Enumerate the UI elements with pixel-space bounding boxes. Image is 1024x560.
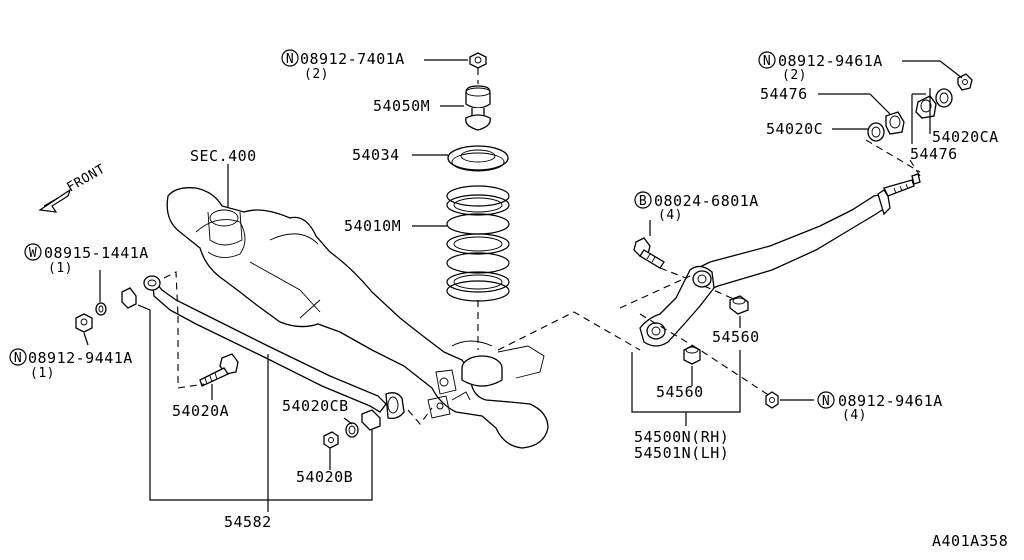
label-bush-54560-a: 54560 bbox=[712, 328, 760, 346]
label-washer-qty: (1) bbox=[48, 261, 73, 276]
label-bush-54560-b: 54560 bbox=[656, 383, 704, 401]
svg-text:W: W bbox=[29, 246, 37, 261]
bush-54476-left-drawing bbox=[885, 111, 905, 135]
label-arm-lh: 54501N(LH) bbox=[634, 444, 729, 462]
label-nut-right-low-qty: (4) bbox=[842, 408, 867, 423]
dashed-lines bbox=[163, 68, 921, 425]
label-nut-top: 08912-7401A bbox=[300, 50, 405, 68]
label-sec: SEC.400 bbox=[190, 147, 257, 165]
label-spring-seat: 54034 bbox=[352, 146, 400, 164]
bush-54476-right-drawing bbox=[915, 95, 937, 119]
washer-drawing bbox=[95, 302, 107, 316]
label-nut-right-top-qty: (2) bbox=[782, 68, 807, 83]
bushing-54020cb-drawing bbox=[345, 409, 381, 438]
label-bushing-cb: 54020CB bbox=[282, 397, 349, 415]
label-bush-54020c: 54020C bbox=[766, 120, 823, 138]
label-nut-right-low: 08912-9461A bbox=[838, 392, 943, 410]
nut-54020b-drawing bbox=[323, 431, 339, 449]
label-nut-left: 08912-9441A bbox=[28, 349, 133, 367]
label-nut-right-top: 08912-9461A bbox=[778, 52, 883, 70]
svg-text:N: N bbox=[286, 52, 294, 67]
bush-54560-lower-drawing bbox=[683, 345, 701, 365]
bolt-54020a-drawing bbox=[199, 353, 239, 387]
label-nut-top-qty: (2) bbox=[304, 67, 329, 82]
label-bolt-b-qty: (4) bbox=[658, 208, 683, 223]
left-bushing-drawing bbox=[121, 287, 137, 309]
svg-text:N: N bbox=[763, 54, 771, 69]
coil-spring-drawing bbox=[446, 185, 510, 302]
label-front: FRONT bbox=[65, 162, 109, 196]
label-bolt-b: 08024-6801A bbox=[654, 192, 759, 210]
svg-text:N: N bbox=[822, 394, 830, 409]
svg-text:N: N bbox=[14, 351, 22, 366]
bush-54560-upper-drawing bbox=[729, 295, 749, 315]
label-bolt: 54020A bbox=[172, 402, 229, 420]
badge-nut-right-low: N bbox=[817, 391, 835, 409]
top-nut-icon bbox=[469, 52, 487, 69]
spring-seat-drawing bbox=[447, 145, 509, 172]
label-nut-b: 54020B bbox=[296, 468, 353, 486]
bush-54020ca-drawing bbox=[935, 88, 953, 108]
axle-housing-drawing bbox=[166, 187, 549, 449]
label-nut-left-qty: (1) bbox=[30, 366, 55, 381]
lower-arm-drawing bbox=[639, 265, 715, 347]
badge-bolt-b: B bbox=[634, 191, 652, 209]
label-arm-rh: 54500N(RH) bbox=[634, 428, 729, 446]
badge-washer: W bbox=[24, 243, 42, 261]
label-coil-spring: 54010M bbox=[344, 217, 401, 235]
bush-54020c-drawing bbox=[867, 122, 885, 142]
bolt-b-drawing bbox=[633, 237, 665, 269]
label-stabilizer: 54582 bbox=[224, 513, 272, 531]
badge-nut-right-top: N bbox=[758, 51, 776, 69]
label-ref: A401A358 bbox=[932, 532, 1008, 550]
front-arrow-icon bbox=[38, 188, 72, 213]
label-bush-54476-a: 54476 bbox=[760, 85, 808, 103]
lateral-rod-drawing bbox=[697, 173, 921, 293]
label-bound-bumper: 54050M bbox=[373, 97, 430, 115]
nut-right-low-drawing bbox=[765, 391, 779, 409]
badge-nut-top: N bbox=[281, 49, 299, 67]
bound-bumper-drawing bbox=[465, 85, 491, 131]
label-bush-54476-b: 54476 bbox=[910, 145, 958, 163]
stabilizer-bar-drawing bbox=[143, 275, 405, 420]
left-nut-drawing bbox=[75, 313, 93, 333]
label-washer: 08915-1441A bbox=[44, 244, 149, 262]
label-bush-54020ca: 54020CA bbox=[932, 128, 999, 146]
leader-lines bbox=[83, 59, 963, 512]
badge-nut-left: N bbox=[9, 348, 27, 366]
svg-text:B: B bbox=[639, 194, 647, 209]
